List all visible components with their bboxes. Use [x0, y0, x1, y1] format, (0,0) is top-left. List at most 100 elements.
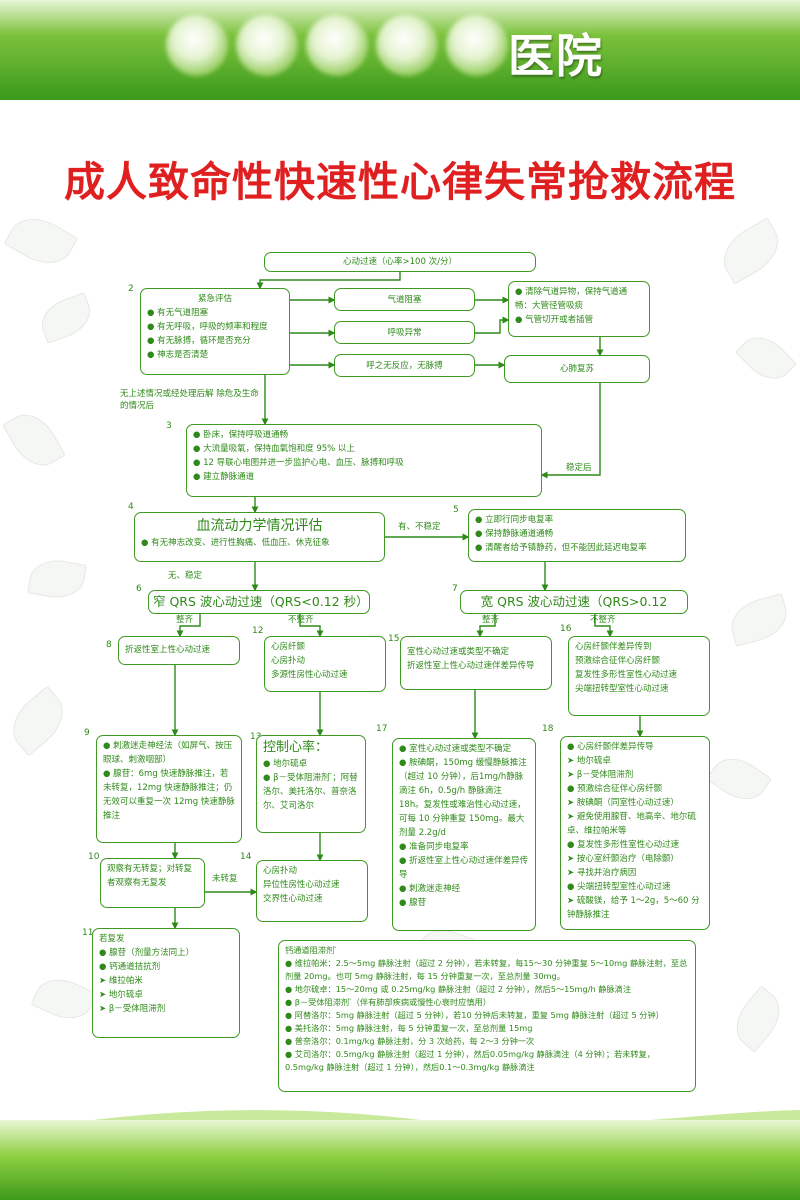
box-18-item: ➤ 按心室纤颤治疗（电除颤）: [567, 854, 679, 864]
wide-qrs-box: 宽 QRS 波心动过速（QRS>0.12: [460, 590, 688, 614]
hospital-logo-mark-5: [446, 14, 508, 76]
ccb-item: ● 地尔硫卓：15～20mg 或 0.25mg/kg 静脉注射（超过 2 分钟）…: [285, 984, 632, 994]
general-care-box: ● 卧床，保持呼吸道通畅 ● 大流量吸氧，保持血氧饱和度 95% 以上 ● 12…: [186, 424, 542, 497]
box-17-item: ● 折返性室上性心动过速伴差异传导: [399, 856, 529, 880]
emergency-item: ● 有无气道阻塞: [147, 308, 209, 318]
wide-qrs-text: 宽 QRS 波心动过速（QRS>0.12: [480, 594, 668, 609]
ccb-item: ● 普奈洛尔：0.1mg/kg 静脉注射，分 3 次给药，每 2～3 分钟一次: [285, 1036, 535, 1046]
step-number-12: 12: [252, 626, 264, 636]
irregular-label-wide: 不整齐: [590, 615, 616, 625]
cpr-text: 心肺复苏: [559, 364, 594, 374]
cardioversion-box: ● 立即行同步电复率 ● 保持静脉通道通畅 ● 清醒者给予镇静药，但不能因此延迟…: [468, 509, 686, 562]
box-17-item: ● 室性心动过速或类型不确定: [399, 744, 512, 754]
hospital-name: 医院: [508, 29, 604, 83]
box-17-amiodarone: ● 室性心动过速或类型不确定 ● 胺碘酮，150mg 缓慢静脉推注（超过 10 …: [392, 738, 536, 931]
step-number-7: 7: [452, 584, 458, 594]
irregular-label-narrow: 不整齐: [288, 615, 314, 625]
cardioversion-item: ● 保持静脉通道通畅: [475, 529, 554, 539]
box-11-item: ● 腺苷（剂量方法同上）: [99, 948, 195, 958]
emergency-item: ● 有无脉搏，循环是否充分: [147, 336, 251, 346]
box-18-item: ● 尖端扭转型室性心动过速: [567, 882, 671, 892]
ccb-title: 钙通道阻滞剂 ̈: [285, 945, 337, 955]
box-11-item: ➤ 维拉帕米: [99, 976, 143, 986]
box-12-item: 多源性房性心动过速: [271, 670, 348, 680]
box-12-item: 心房扑动: [271, 656, 306, 666]
box-14-item: 心房扑动: [263, 866, 298, 876]
general-care-item: ● 卧床，保持呼吸道通畅: [193, 430, 289, 440]
box-18-item: ➤ 寻找并治疗病因: [567, 868, 637, 878]
box-11-recurrence: 若复发 ● 腺苷（剂量方法同上） ● 钙通道拮抗剂 ➤ 维拉帕米 ➤ 地尔硫卓 …: [92, 928, 240, 1038]
box-18-item: ● 心房纤颤伴差异传导: [567, 742, 654, 752]
box-18-item: ● 复发性多形性室性心动过速: [567, 840, 680, 850]
emergency-assessment-box: 紧急评估 ● 有无气道阻塞 ● 有无呼吸，呼吸的频率和程度 ● 有无脉搏，循环是…: [140, 288, 290, 375]
box-14-item: 交界性心动过速: [263, 894, 323, 904]
airway-block-box: 气道阻塞: [334, 288, 475, 311]
box-18-item: ➤ 硫酸镁，给予 1～2g，5～60 分钟静脉推注: [567, 896, 700, 920]
footer-band: [0, 1120, 800, 1200]
regular-label-wide: 整齐: [482, 615, 500, 625]
box-8-text: 折返性室上性心动过速: [125, 645, 211, 655]
regular-label-narrow: 整齐: [176, 615, 194, 625]
box-9-item: ● 腺苷：6mg 快速静脉推注，若未转复，12mg 快速静脉推注；仍无效可以重复…: [103, 769, 235, 821]
step-number-2: 2: [128, 284, 134, 294]
step-number-17: 17: [376, 724, 388, 734]
no-response-box: 呼之无反应，无脉搏: [334, 354, 475, 377]
box-13-item: ● 地尔硫卓: [263, 759, 308, 769]
box-18-item: ➤ 避免使用腺苷、地高辛、地尔硫卓、维拉帕米等: [567, 812, 696, 836]
box-18-item: ● 预激综合征伴心房纤颤: [567, 784, 663, 794]
step-number-13: 13: [250, 732, 262, 742]
box-11-item: ➤ 地尔硫卓: [99, 990, 143, 1000]
box-11-item: ● 钙通道拮抗剂: [99, 962, 161, 972]
airway-treatment-box: ● 清除气道异物，保持气道通畅：大管径管吸痰 ● 气管切开或者插管: [508, 281, 650, 337]
box-18-item: ➤ 胺碘酮（同室性心动过速）: [567, 798, 679, 808]
ccb-item: ● 艾司洛尔：0.5mg/kg 静脉注射（超过 1 分钟），然后0.05mg/k…: [285, 1049, 655, 1072]
box-11-title: 若复发: [99, 934, 125, 944]
step-number-10: 10: [88, 852, 100, 862]
start-tachycardia-text: 心动过速（心率>100 次/分）: [343, 257, 457, 267]
box-13-rate-control: 控制心率： ● 地尔硫卓 ● β－受体阻滞剂 ̈；阿替洛尔、美托洛尔、普奈洛尔、…: [256, 735, 366, 833]
emergency-item: ● 有无呼吸，呼吸的频率和程度: [147, 322, 268, 332]
narrow-qrs-text: 窄 QRS 波心动过速（QRS<0.12 秒）: [153, 594, 369, 609]
box-11-item: ➤ β－受体阻滞剂: [99, 1004, 166, 1014]
step-number-4: 4: [128, 502, 134, 512]
hemodynamic-box: 血流动力学情况评估 ● 有无神志改变、进行性胸痛、低血压、休克征象: [134, 512, 385, 562]
airway-treatment-item: ● 气管切开或者插管: [515, 315, 594, 325]
box-16-item: 心房纤颤伴差异传到: [575, 642, 652, 652]
box-17-item: ● 刺激迷走神经: [399, 884, 461, 894]
calcium-blocker-box: 钙通道阻滞剂 ̈ ● 维拉帕米：2.5～5mg 静脉注射（超过 2 分钟），若未…: [278, 940, 696, 1092]
hemodynamic-text: ● 有无神志改变、进行性胸痛、低血压、休克征象: [141, 538, 330, 548]
hospital-logo-mark-2: [236, 14, 298, 76]
general-care-item: ● 12 导联心电图并进一步监护心电、血压、脉搏和呼吸: [193, 458, 404, 468]
hospital-logo-mark-4: [376, 14, 438, 76]
step-number-18: 18: [542, 724, 554, 734]
hospital-logo-mark-3: [306, 14, 368, 76]
ccb-item: ● 维拉帕米：2.5～5mg 静脉注射（超过 2 分钟），若未转复，每15～30…: [285, 958, 688, 981]
airway-block-text: 气道阻塞: [387, 295, 422, 305]
page-title: 成人致命性快速性心律失常抢救流程: [64, 158, 736, 206]
box-14-flutter: 心房扑动 异位性房性心动过速 交界性心动过速: [256, 860, 368, 922]
stabilized-label: 稳定后: [566, 463, 592, 473]
cardioversion-item: ● 立即行同步电复率: [475, 515, 554, 525]
step-number-16: 16: [560, 624, 572, 634]
box-12-item: 心房纤颤: [271, 642, 306, 652]
box-13-item: ● β－受体阻滞剂 ̈；阿替洛尔、美托洛尔、普奈洛尔、艾司洛尔: [263, 773, 358, 811]
box-8-svt: 折返性室上性心动过速: [118, 636, 240, 665]
box-9-item: ● 刺激迷走神经法（如屏气、按压眼球、刺激咽部）: [103, 741, 233, 765]
box-15-item: 折返性室上性心动过速伴差异传导: [407, 661, 535, 671]
step-number-8: 8: [106, 640, 112, 650]
box-13-title: 控制心率：: [263, 740, 329, 755]
not-resolved-label: 无上述情况或经处理后解 除危及生命的情况后: [120, 389, 259, 411]
general-care-item: ● 建立静脉通道: [193, 472, 255, 482]
box-15-item: 室性心动过速或类型不确定: [407, 647, 510, 657]
resp-abnormal-box: 呼吸异常: [334, 321, 475, 344]
cardioversion-item: ● 清醒者给予镇静药，但不能因此延迟电复率: [475, 543, 647, 553]
step-number-14: 14: [240, 852, 252, 862]
cpr-box: 心肺复苏: [504, 355, 650, 383]
narrow-qrs-box: 窄 QRS 波心动过速（QRS<0.12 秒）: [148, 590, 370, 614]
box-15-vt: 室性心动过速或类型不确定 折返性室上性心动过速伴差异传导: [400, 636, 552, 690]
not-converted-label: 未转复: [212, 874, 238, 884]
start-tachycardia-box: 心动过速（心率>100 次/分）: [264, 252, 536, 272]
box-10-observe: 观察有无转复；对转复者观察有无复发: [100, 858, 205, 908]
box-18-item: ➤ β－受体阻滞剂: [567, 770, 634, 780]
general-care-item: ● 大流量吸氧，保持血氧饱和度 95% 以上: [193, 444, 355, 454]
